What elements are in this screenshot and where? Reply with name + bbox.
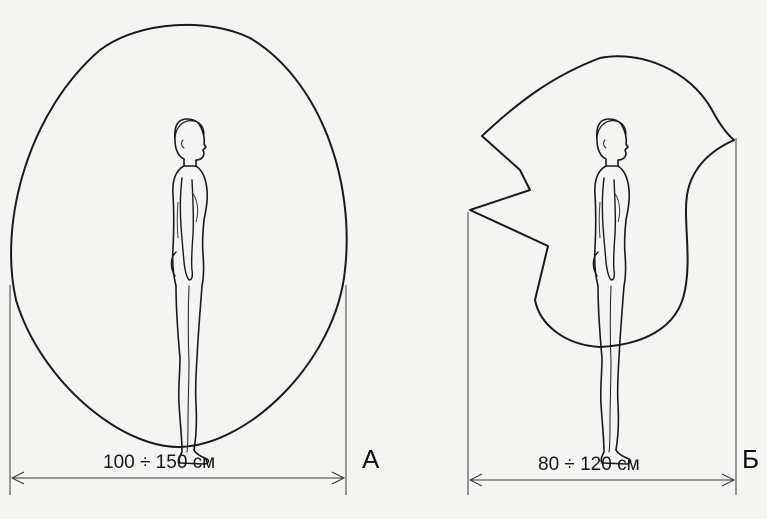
measurement-label-a: 100 ÷ 150 см	[103, 452, 215, 474]
measurement-label-b: 80 ÷ 120 см	[538, 454, 640, 476]
panel-a	[10, 25, 347, 495]
human-figure-a	[171, 119, 208, 464]
human-figure-b	[593, 119, 630, 464]
panel-letter-a: А	[362, 444, 379, 475]
panel-letter-b: Б	[742, 444, 759, 475]
panel-b	[468, 56, 736, 495]
